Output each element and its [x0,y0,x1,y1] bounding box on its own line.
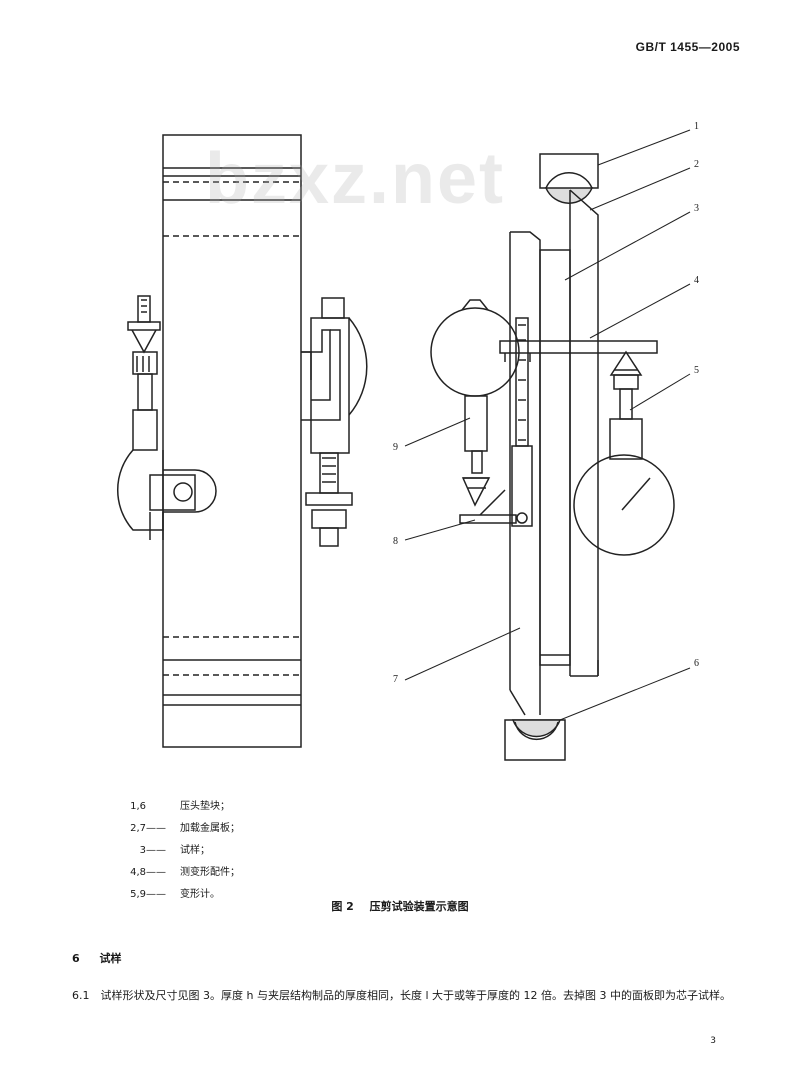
figure-label-8: 8 [393,536,398,547]
section-title: 试样 [99,952,122,965]
left-view [116,134,368,748]
figure-title: 压剪试验装置示意图 [369,900,469,913]
figure-label-3: 3 [694,203,699,214]
figure-caption: 图 2 压剪试验装置示意图 [0,898,800,914]
figure-label-7: 7 [393,674,398,685]
body-paragraph: 6.1 试样形状及尺寸见图 3。厚度 h 与夹层结构制品的厚度相同，长度 l 大… [72,989,731,1002]
leader-lines [404,129,691,721]
right-view [430,153,675,761]
section-heading: 6 试样 [72,950,122,966]
legend-item: 2,7 —— 加载金属板； [130,823,240,834]
standard-code: GB/T 1455—2005 [635,40,740,54]
figure-legend: 1,6 压头垫块； 2,7 —— 加载金属板； 3 —— 试样； 4,8 —— … [100,796,240,906]
figure-label-5: 5 [694,365,699,376]
figure-label-9: 9 [393,442,398,453]
legend-item: 4,8 —— 测变形配件； [130,867,240,878]
section-number: 6 [72,952,80,965]
legend-item: 5,9 —— 变形计。 [130,889,220,900]
page-number: 3 [710,1036,716,1046]
compression-shear-apparatus-diagram: 1 2 3 4 5 6 7 8 9 [116,121,699,761]
watermark: bzxz.net [205,139,506,219]
figure-number: 图 2 [331,900,354,913]
legend-item: 1,6 压头垫块； [130,801,230,812]
figure-label-6: 6 [694,658,699,669]
figure-label-2: 2 [694,159,699,170]
legend-item: 3 —— 试样； [139,845,210,856]
figure-label-4: 4 [694,275,699,286]
figure-label-1: 1 [694,121,699,132]
